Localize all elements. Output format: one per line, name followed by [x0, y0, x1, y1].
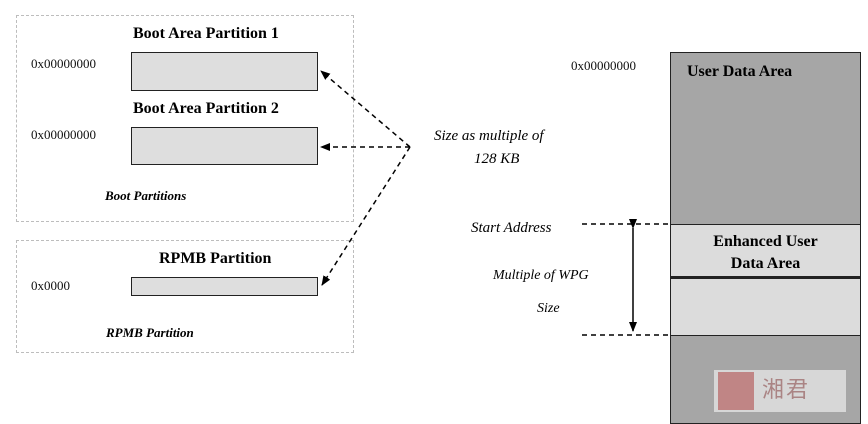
user-data-address: 0x00000000	[571, 58, 636, 73]
multiple-wpg-label-line-1: Multiple of WPG	[493, 268, 589, 283]
boot-partition-2-title: Boot Area Partition 2	[133, 100, 279, 117]
start-address-label: Start Address	[471, 220, 552, 236]
watermark-seal: 湘君	[714, 370, 846, 412]
boot-partition-1-bar	[131, 52, 318, 91]
arrow-to-boot-partition-1	[320, 70, 411, 148]
rpmb-partition-caption: RPMB Partition	[106, 325, 194, 340]
size-note-line-1: Size as multiple of	[434, 128, 544, 144]
size-note-line-2: 128 KB	[474, 151, 520, 167]
rpmb-partition-title: RPMB Partition	[159, 250, 272, 267]
arrow-to-rpmb-partition	[321, 146, 411, 286]
enhanced-user-data-area-block	[670, 224, 861, 336]
boot-partition-2-address: 0x00000000	[31, 127, 96, 142]
seal-text: 湘君	[762, 378, 811, 403]
boot-partitions-caption: Boot Partitions	[105, 188, 187, 203]
rpmb-partition-group	[16, 240, 354, 353]
enhanced-area-label-line-2: Data Area	[730, 255, 801, 272]
boot-partition-2-bar	[131, 127, 318, 165]
enhanced-area-label-line-1: Enhanced User	[713, 233, 818, 250]
boot-partition-1-address: 0x00000000	[31, 56, 96, 71]
seal-stamp-icon	[718, 372, 754, 410]
boot-partitions-group	[16, 15, 354, 222]
enhanced-area-divider	[670, 276, 861, 279]
rpmb-partition-bar	[131, 277, 318, 296]
rpmb-partition-address: 0x0000	[31, 278, 70, 293]
user-data-area-title: User Data Area	[687, 63, 793, 80]
boot-partition-1-title: Boot Area Partition 1	[133, 25, 279, 42]
multiple-wpg-label-line-2: Size	[537, 301, 560, 316]
